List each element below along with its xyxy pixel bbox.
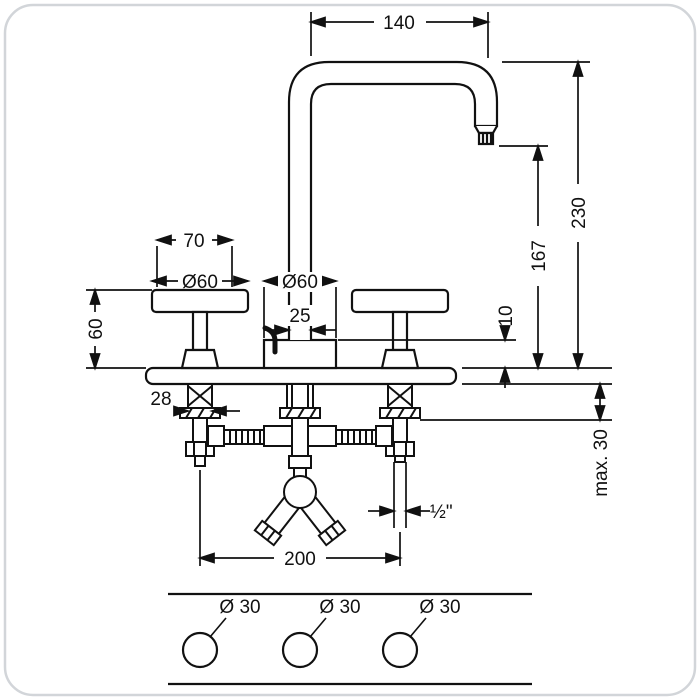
hole-left [181, 631, 219, 669]
dim-dia60-spout-label: Ø60 [282, 272, 318, 293]
hole-center [281, 631, 319, 669]
check-valve-connector [253, 455, 347, 547]
arrowhead [197, 552, 215, 564]
arrowhead [385, 552, 403, 564]
hole-center-label: Ø 30 [319, 597, 360, 618]
deck-plate [144, 366, 458, 386]
dim-200-label: 200 [284, 549, 316, 570]
left-shank [179, 383, 221, 467]
image-frame [3, 3, 697, 697]
dim-half-inch-label: ½" [430, 502, 453, 523]
arrowhead [379, 505, 397, 517]
arrowhead [308, 16, 326, 28]
left-supply-hose [207, 425, 293, 447]
dim-25-label: 25 [289, 306, 310, 327]
popup-rod-lever [262, 325, 278, 355]
arrowhead [403, 505, 421, 517]
dim-outlet-height [499, 143, 548, 371]
dim-handle-height [86, 287, 152, 371]
arrowhead [233, 275, 251, 287]
dim-70-label: 70 [183, 231, 204, 252]
dim-60-label: 60 [86, 318, 107, 339]
plan-view [168, 592, 532, 686]
center-shank [279, 383, 321, 457]
arrowhead [173, 405, 191, 417]
dim-shank-width [173, 405, 240, 417]
arrowhead [149, 275, 167, 287]
label-backing [283, 305, 317, 326]
arrowhead [89, 353, 101, 371]
dim-max-counter-thickness [420, 381, 612, 423]
dim-140-label: 140 [383, 13, 415, 34]
dim-dia60-handle-label: Ø60 [182, 272, 218, 293]
arrowhead [532, 353, 544, 371]
dim-hole-spacing [197, 470, 403, 566]
arrowhead [594, 405, 606, 423]
left-handle [150, 288, 250, 370]
arrowhead [217, 234, 235, 246]
dim-28-label: 28 [150, 389, 171, 410]
label-backing [278, 272, 322, 292]
arrowhead [154, 234, 172, 246]
undermount-assembly [179, 383, 421, 547]
dim-riser-width [264, 324, 336, 336]
dim-total-height [462, 59, 612, 371]
arrowhead [209, 405, 227, 417]
dim-escutcheon-height [338, 325, 516, 388]
dim-handle-diameter [149, 275, 251, 287]
right-supply-hose [307, 425, 393, 447]
arrowhead [594, 381, 606, 399]
arrowhead [499, 325, 511, 343]
hole-right-label: Ø 30 [419, 597, 460, 618]
dim-connection-size [368, 462, 430, 528]
arrowhead [274, 324, 292, 336]
hole-right [381, 631, 419, 669]
dim-230-label: 230 [569, 197, 590, 229]
arrowhead [473, 16, 491, 28]
dimensions [86, 12, 612, 566]
dim-max30-label: max. 30 [591, 429, 612, 497]
aerator [477, 131, 495, 146]
arrowhead [572, 353, 584, 371]
hole-left-label: Ø 30 [219, 597, 260, 618]
arrowhead [499, 365, 511, 383]
dim-spout-reach [308, 12, 491, 58]
hole-leader-lines [209, 617, 427, 638]
arrowhead [572, 59, 584, 77]
arrowhead [308, 324, 326, 336]
arrowhead [89, 287, 101, 305]
arrowhead [532, 143, 544, 161]
dim-167-label: 167 [529, 240, 550, 272]
dim-10-label: 10 [496, 305, 517, 326]
